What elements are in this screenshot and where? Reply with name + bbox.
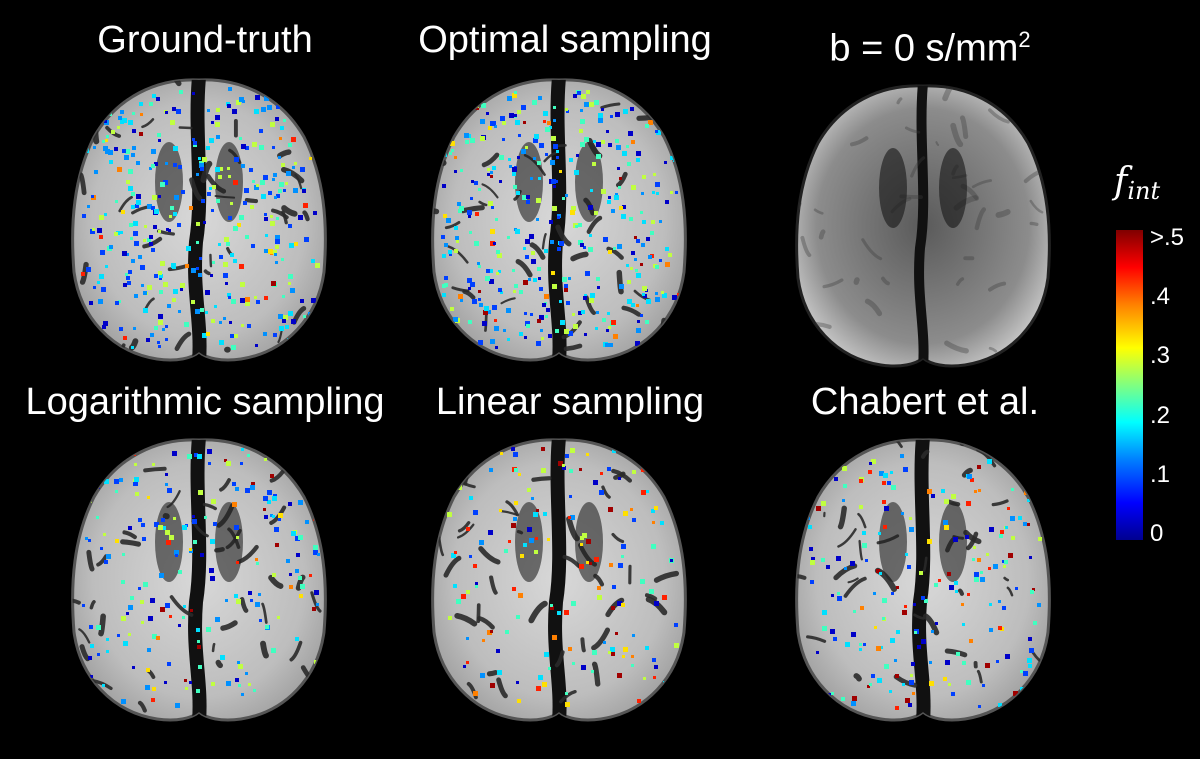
brain-image-logarithmic-sampling — [66, 432, 332, 722]
colorbar-tick: .3 — [1150, 342, 1171, 369]
panel-title-optimal-sampling: Optimal sampling — [418, 19, 712, 61]
panel-title-b0: b = 0 s/mm2 — [780, 18, 1080, 71]
colorbar-tick: .4 — [1150, 283, 1171, 310]
colorbar-tick: 0 — [1150, 520, 1164, 547]
colorbar-tick: .2 — [1150, 402, 1171, 429]
brain-image-linear-sampling — [426, 432, 692, 722]
colorbar-label: fint — [1114, 162, 1160, 211]
panel-title-b0-text: b = 0 s/mm — [829, 27, 1019, 70]
panel-title-logarithmic-sampling: Logarithmic sampling — [25, 381, 385, 423]
panel-title-ground-truth: Ground-truth — [97, 19, 313, 61]
colorbar — [1116, 230, 1143, 540]
brain-image-optimal-sampling — [426, 72, 692, 362]
panel-title-linear-sampling: Linear sampling — [435, 381, 705, 423]
panel-title-b0-sup: 2 — [1018, 27, 1031, 52]
colorbar-tick: >.5 — [1150, 224, 1185, 251]
panel-title-chabert: Chabert et al. — [810, 381, 1040, 423]
brain-image-b0 — [790, 78, 1056, 368]
colorbar-label-main: f — [1114, 161, 1128, 202]
colorbar-tick: .1 — [1150, 461, 1171, 488]
brain-image-ground-truth — [66, 72, 332, 362]
brain-image-chabert — [790, 432, 1056, 722]
colorbar-label-sub: int — [1127, 177, 1161, 205]
